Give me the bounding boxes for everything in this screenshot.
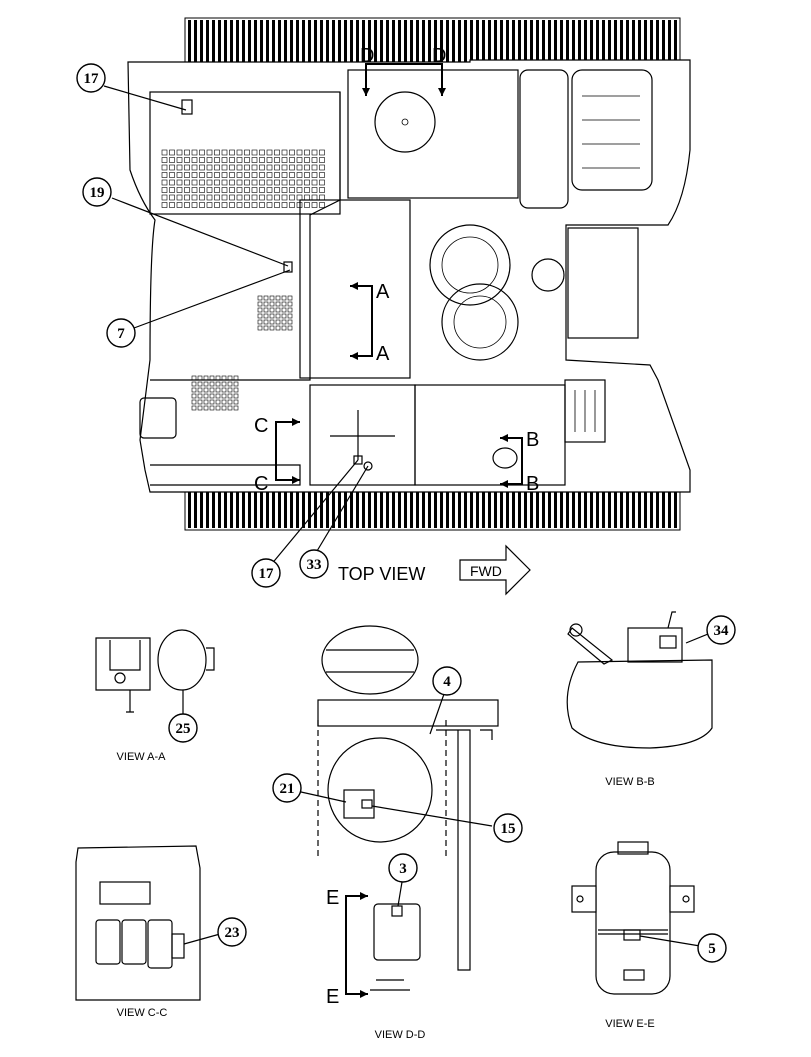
lower-grille	[191, 375, 239, 411]
filter-canisters	[95, 919, 173, 969]
svg-text:25: 25	[176, 721, 191, 737]
view-b-b: 34 VIEW B-B	[566, 611, 736, 788]
engine-enclosure	[347, 69, 519, 199]
section-letter-e-top: E	[326, 887, 339, 909]
leader-19	[111, 197, 289, 267]
svg-text:17: 17	[84, 71, 100, 87]
svg-text:33: 33	[307, 557, 322, 573]
callout-25: 25	[168, 713, 198, 743]
top-view: A A C C B B D D	[76, 17, 691, 596]
fan	[374, 91, 436, 153]
svg-text:15: 15	[501, 821, 516, 837]
view-e-e-caption: VIEW E-E	[605, 1018, 655, 1030]
section-letter-b-bottom: B	[526, 473, 539, 495]
lower-track	[184, 487, 681, 531]
fwd-arrow: FWD	[459, 544, 531, 596]
view-d-d-caption: VIEW D-D	[375, 1029, 426, 1041]
section-letter-b-top: B	[526, 429, 539, 451]
section-letter-a-top: A	[376, 281, 390, 303]
section-letter-d-right: D	[432, 45, 446, 67]
section-d-marker: D D	[360, 45, 446, 96]
view-c-c-caption: VIEW C-C	[117, 1007, 168, 1019]
upper-track	[184, 17, 681, 67]
view-e-e: 5 VIEW E-E	[571, 841, 727, 1030]
section-letter-c-bottom: C	[254, 473, 268, 495]
section-c-marker: C C	[254, 415, 300, 495]
svg-text:19: 19	[90, 185, 105, 201]
leader-17-bottom	[269, 459, 359, 567]
section-letter-e-bottom: E	[326, 986, 339, 1008]
view-a-a-caption: VIEW A-A	[117, 751, 167, 763]
callout-4: 4	[432, 666, 462, 696]
callout-33: 33	[299, 549, 329, 579]
section-letter-d-left: D	[360, 45, 374, 67]
view-b-b-caption: VIEW B-B	[605, 776, 655, 788]
callout-17-top: 17	[76, 63, 106, 93]
svg-text:17: 17	[259, 566, 275, 582]
leader-7	[133, 269, 291, 329]
callout-15: 15	[493, 813, 523, 843]
machine-body-outline	[127, 59, 691, 493]
section-letter-a-bottom: A	[376, 343, 390, 365]
svg-text:23: 23	[225, 925, 240, 941]
callout-34: 34	[706, 615, 736, 645]
callout-7: 7	[106, 318, 136, 348]
leader-4	[429, 693, 445, 735]
view-a-a: 25 VIEW A-A	[95, 629, 215, 763]
section-a-marker: A A	[350, 281, 390, 365]
callout-21: 21	[272, 773, 302, 803]
hydraulic-motors	[429, 224, 639, 361]
view-c-c: 23 VIEW C-C	[75, 845, 247, 1019]
svg-text:7: 7	[117, 326, 125, 342]
svg-text:5: 5	[708, 941, 716, 957]
top-view-title: TOP VIEW	[338, 564, 425, 584]
side-grille	[257, 295, 293, 331]
callout-3: 3	[388, 853, 418, 883]
callout-17-bottom: 17	[251, 558, 281, 588]
view-d-d: 4 21 15 3 E E VIEW D-D	[272, 625, 523, 1041]
callout-5: 5	[697, 933, 727, 963]
callout-19: 19	[82, 177, 112, 207]
svg-text:21: 21	[280, 781, 295, 797]
svg-text:4: 4	[443, 674, 451, 690]
rear-grille	[161, 149, 325, 208]
leader-17-top	[103, 85, 187, 111]
fwd-label: FWD	[470, 563, 502, 579]
leader-33	[313, 465, 369, 557]
section-b-marker: B B	[500, 429, 539, 495]
leader-5	[639, 935, 701, 947]
leader-23	[183, 933, 221, 945]
callout-23: 23	[217, 917, 247, 947]
svg-text:3: 3	[399, 861, 407, 877]
section-letter-c-top: C	[254, 415, 268, 437]
leader-34	[685, 633, 709, 644]
svg-text:34: 34	[714, 623, 730, 639]
leader-15	[371, 805, 493, 827]
